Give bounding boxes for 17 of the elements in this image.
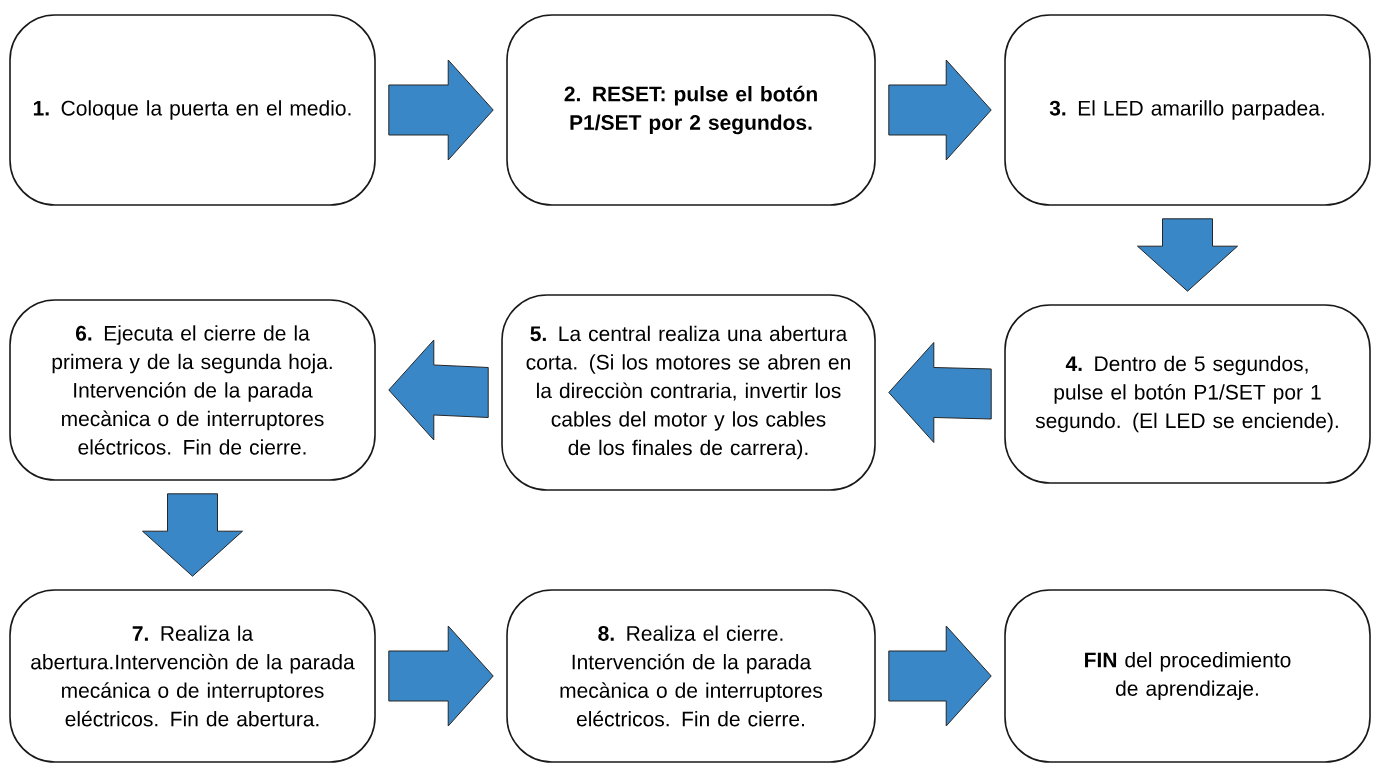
process-box: 4. Dentro de 5 segundos, pulse el botón P1/SET por 1 segundo. (El LED se enciende).	[1004, 304, 1371, 484]
process-box: 6. Ejecuta el cierre de la primera y de la segunda hoja. Intervención de la parada mecànica o de interruptores eléctricos. Fin de cierre.	[9, 299, 376, 481]
block-arrow	[142, 493, 243, 577]
block-arrow	[388, 59, 494, 161]
process-box: 3. El LED amarillo parpadea.	[1004, 14, 1371, 206]
process-box: 1. Coloque la puerta en el medio.	[9, 14, 376, 206]
process-box: 2. RESET: pulse el botón P1/SET por 2 segundos.	[506, 14, 876, 206]
block-arrow	[888, 625, 992, 727]
process-box: FIN del procedimiento de aprendizaje.	[1004, 589, 1371, 763]
block-arrow	[388, 339, 489, 441]
block-arrow	[1137, 218, 1238, 292]
block-arrow	[888, 59, 992, 161]
block-arrow	[888, 342, 992, 443]
process-box: 7. Realiza la abertura.Intervenciòn de la parada mecánica o de interruptores eléctricos. Fin de abertura.	[9, 589, 376, 763]
process-box: 8. Realiza el cierre. Intervención de la parada mecànica o de interruptores eléctricos. Fin de cierre.	[506, 589, 876, 763]
block-arrow	[388, 625, 494, 727]
process-box: 5. La central realiza una abertura corta. (Si los motores se abren en la direcciòn contraria, invertir los cables del motor y los cables de los finales de carrera).	[501, 294, 876, 491]
